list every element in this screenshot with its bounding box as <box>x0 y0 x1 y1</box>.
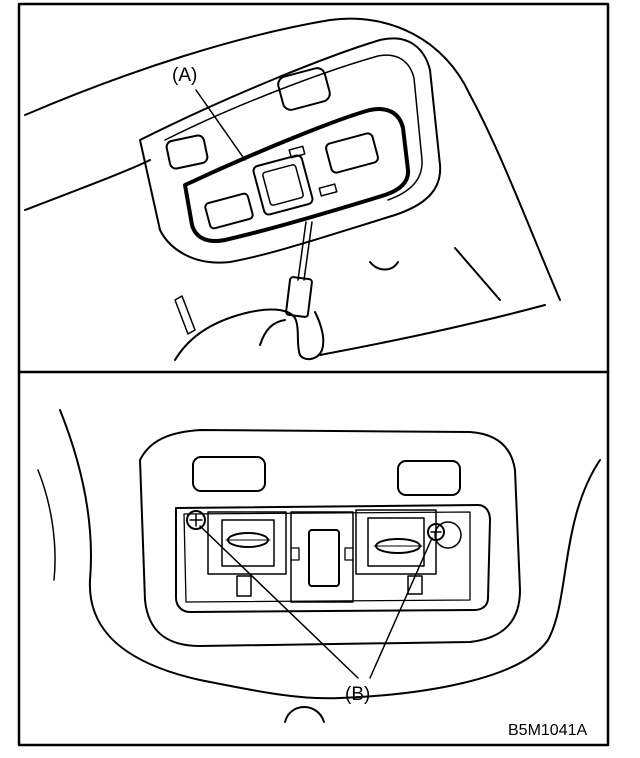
center-block <box>290 511 354 603</box>
figure-frame <box>17 2 610 747</box>
screwdriver <box>285 221 313 318</box>
console-housing-bottom <box>139 429 521 647</box>
roof-curve-small <box>369 261 399 271</box>
socket-right-inner <box>367 517 425 567</box>
center-switch <box>308 529 340 587</box>
lamp-window-right-bottom <box>397 460 461 496</box>
indicator-small-2 <box>318 183 338 197</box>
socket-right-tab <box>407 575 423 595</box>
socket-left-inner <box>221 519 275 567</box>
console-housing-inner <box>164 54 423 201</box>
switch-center <box>252 154 314 216</box>
lamp-window-left <box>165 134 209 170</box>
leader-a <box>195 89 246 161</box>
screwdriver-handle <box>285 276 313 318</box>
switch-right <box>325 132 379 174</box>
switch-left <box>204 192 254 230</box>
headliner-edge-left <box>37 469 56 581</box>
headliner-edge-upper <box>24 17 471 116</box>
indicator-small-1 <box>288 145 306 159</box>
console-housing <box>139 37 442 264</box>
hand-cuff <box>174 295 196 335</box>
label-a: (A) <box>172 65 197 86</box>
lamp-window-left-bottom <box>192 456 266 492</box>
bulb-housing-inner <box>183 511 471 603</box>
headliner-outline <box>59 409 601 700</box>
socket-right <box>355 509 437 575</box>
hand-finger <box>259 319 286 346</box>
roof-line-lower <box>319 304 546 356</box>
center-block-notches <box>290 547 354 561</box>
leader-b-left <box>199 525 359 679</box>
screw-left <box>186 510 206 530</box>
socket-left-tab <box>236 575 252 597</box>
switch-center-inner <box>262 164 304 206</box>
label-b: (B) <box>345 684 370 705</box>
leader-b-right <box>369 537 433 679</box>
lens-a <box>183 107 411 243</box>
roof-hump <box>284 706 325 723</box>
roof-line-diagonal <box>454 247 501 301</box>
hand <box>174 308 325 361</box>
figure-code: B5M1041A <box>508 722 587 739</box>
screw-right-boss <box>434 521 462 549</box>
socket-left <box>207 511 287 575</box>
lamp-window-right <box>277 67 331 111</box>
bulb-housing <box>175 504 491 613</box>
top-panel: (A) <box>24 17 561 361</box>
bottom-panel: (B) B5M1041A <box>37 409 601 739</box>
headliner-edge-lower <box>24 159 151 211</box>
headliner-edge-right <box>469 94 561 301</box>
